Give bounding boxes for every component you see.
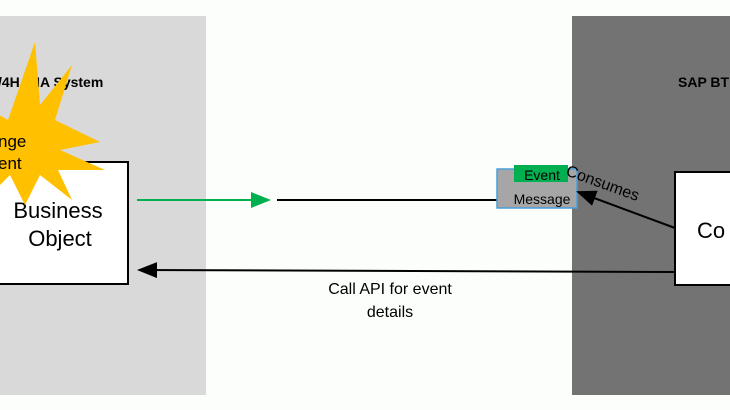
business-object-line1: Business	[13, 198, 102, 223]
event-tag	[514, 165, 568, 182]
change-event-line2: ent	[0, 154, 22, 173]
consumes-arrow	[576, 190, 676, 229]
change-event-line1: nge	[0, 132, 26, 151]
event-message[interactable]: Event Message	[496, 165, 578, 209]
event-tag-label: Event	[524, 167, 560, 183]
call-api-arrow	[137, 262, 676, 279]
change-event-starburst	[0, 42, 105, 205]
business-object-line2: Object	[28, 226, 92, 251]
call-api-line1: Call API for event	[328, 281, 452, 298]
event-message-label: Message	[514, 191, 571, 207]
right-system-title: SAP BT	[678, 74, 730, 90]
consumer-label: Co	[697, 218, 725, 243]
left-system-title: /4HANA System	[0, 74, 103, 90]
consumer-box[interactable]	[674, 171, 730, 286]
call-api-line2: details	[367, 304, 413, 321]
